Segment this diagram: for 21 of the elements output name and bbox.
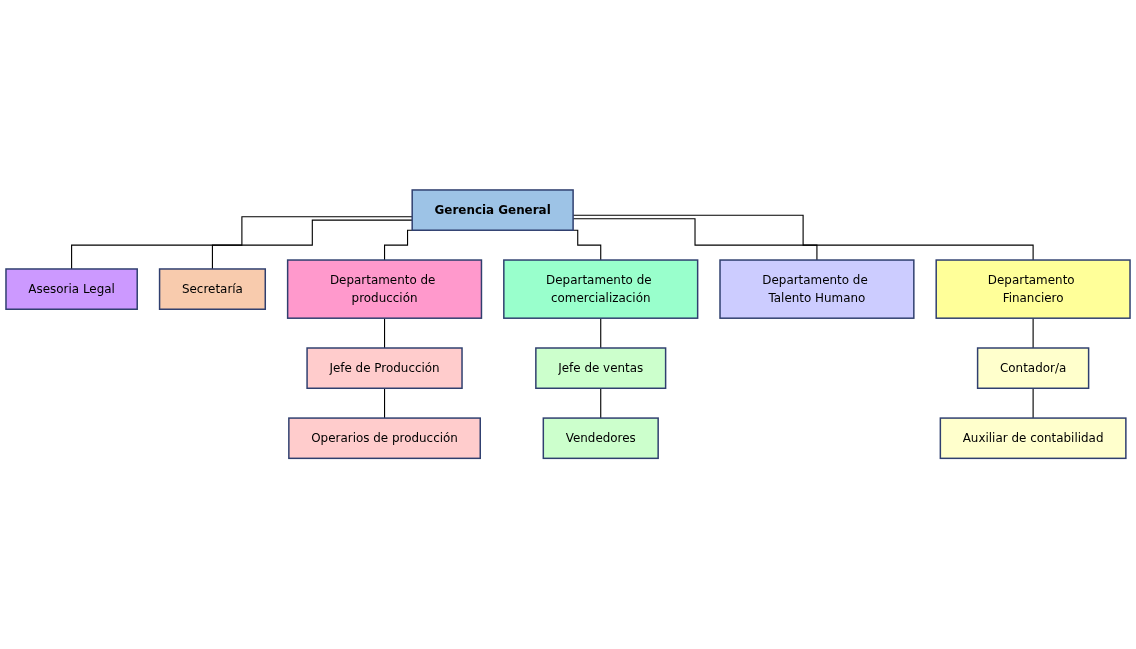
connector <box>1032 317 1034 349</box>
connector <box>384 317 386 349</box>
connector <box>384 388 386 419</box>
node-box: Auxiliar de contabilidad <box>939 417 1127 460</box>
node-box: Gerencia General <box>411 189 574 232</box>
node-box: Operarios de producción <box>288 417 481 460</box>
connector <box>71 216 413 270</box>
connector <box>211 219 413 270</box>
node-box: Departamento Financiero <box>935 259 1131 320</box>
node-box: Departamento de comercialización <box>503 259 699 320</box>
node-box: Jefe de ventas <box>535 347 667 390</box>
node-box: Vendedores <box>542 417 659 460</box>
connector <box>1032 388 1034 419</box>
node-box: Departamento de Talento Humano <box>719 259 915 320</box>
node-box: Jefe de Producción <box>306 347 463 390</box>
connector <box>600 317 602 349</box>
node-box: Asesoria Legal <box>5 268 138 311</box>
connector <box>600 388 602 419</box>
node-box: Secretaría <box>158 268 266 311</box>
node-box: Contador/a <box>976 347 1090 390</box>
node-box: Departamento de producción <box>286 259 483 320</box>
